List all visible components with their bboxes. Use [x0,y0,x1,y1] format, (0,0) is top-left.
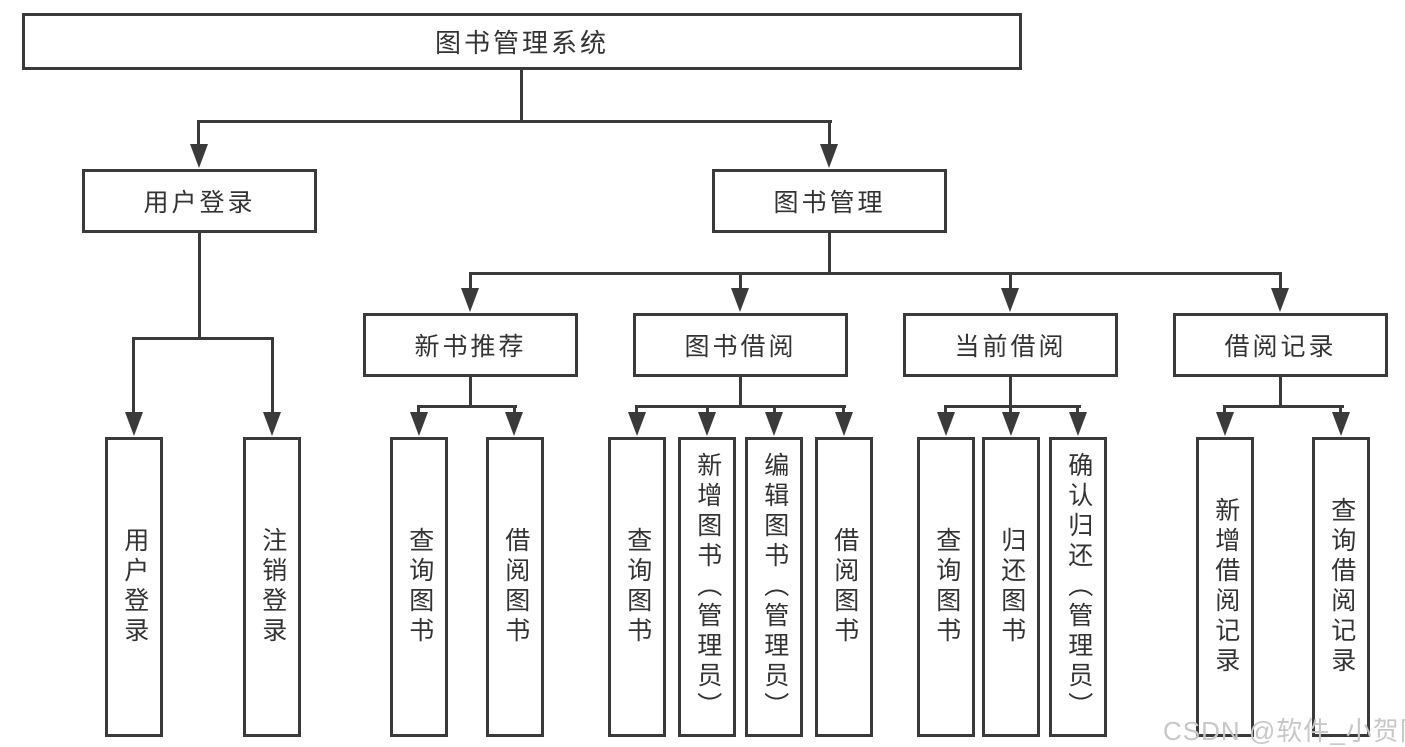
leaf-recommend-query-books: 查询图书 [390,437,448,737]
connector-s4-down [1279,375,1282,407]
node-library-system-root: 图书管理系统 [22,13,1022,70]
arrowhead-s1-leaf1 [410,412,428,436]
arrowhead-section1 [461,288,479,312]
leaf-borrowing-edit-book-admin: 编辑图书（管理员） [745,437,803,737]
arrowhead-mgmt [820,144,838,168]
connector-s2-rail [635,405,846,408]
leaf-borrowing-query-books: 查询图书 [608,437,666,737]
arrowhead-login-leaf1 [125,412,143,436]
connector-s1-leaf1-stem [417,405,420,415]
connector-s3-down [1009,375,1012,407]
node-user-login: 用户登录 [82,169,317,233]
connector-level2-rail [197,120,832,123]
node-current-borrowing: 当前借阅 [903,313,1118,377]
connector-login-stem [197,120,200,150]
arrowhead-login [190,144,208,168]
connector-s4-leaf1-stem [1223,405,1226,415]
arrowhead-section4 [1271,288,1289,312]
connector-s2-leaf3-stem [773,405,776,415]
arrowhead-login-leaf2 [263,412,281,436]
node-new-book-recommendation: 新书推荐 [363,313,578,377]
connector-s2-leaf2-stem [706,405,709,415]
connector-sections-rail [469,272,1282,275]
node-book-borrowing: 图书借阅 [633,313,848,377]
node-book-management: 图书管理 [712,169,947,233]
arrowhead-section3 [1001,288,1019,312]
connector-mgmt-down [828,232,831,274]
leaf-recommend-borrow-books: 借阅图书 [486,437,544,737]
leaf-current-query-books: 查询图书 [917,437,975,737]
connector-section2-stem [739,272,742,294]
arrowhead-s3-leaf2 [1002,412,1020,436]
leaf-current-confirm-return-admin: 确认归还（管理员） [1049,437,1107,737]
connector-login-leaf1-stem [132,337,135,417]
connector-root-stem [520,70,523,123]
connector-s2-leaf4-stem [842,405,845,415]
connector-s2-leaf1-stem [635,405,638,415]
arrowhead-s3-leaf1 [937,412,955,436]
connector-s4-leaf2-stem [1339,405,1342,415]
connector-s3-leaf3-stem [1076,405,1079,415]
arrowhead-s2-leaf4 [835,412,853,436]
leaf-current-return-books: 归还图书 [982,437,1040,737]
leaf-borrowing-add-book-admin: 新增图书（管理员） [678,437,736,737]
leaf-borrowing-borrow-books: 借阅图书 [815,437,873,737]
connector-section4-stem [1279,272,1282,294]
connector-section3-stem [1009,272,1012,294]
arrowhead-section2 [731,288,749,312]
leaf-records-add-record: 新增借阅记录 [1196,437,1254,737]
connector-login-leaf2-stem [271,337,274,417]
leaf-logout: 注销登录 [243,437,301,737]
arrowhead-s1-leaf2 [505,412,523,436]
connector-s1-leaf2-stem [513,405,516,415]
connector-s2-down [739,375,742,407]
node-borrowing-records: 借阅记录 [1173,313,1388,377]
connector-s1-rail [417,405,517,408]
connector-s1-down [469,375,472,407]
arrowhead-s4-leaf1 [1216,412,1234,436]
leaf-user-login: 用户登录 [105,437,163,737]
connector-login-down [198,232,201,339]
arrowhead-s2-leaf1 [628,412,646,436]
arrowhead-s2-leaf2 [698,412,716,436]
connector-s3-leaf2-stem [1009,405,1012,415]
arrowhead-s4-leaf2 [1332,412,1350,436]
csdn-watermark: CSDN @软件_小贺同学 [1163,716,1405,746]
connector-login-rail [132,337,274,340]
arrowhead-s3-leaf3 [1069,412,1087,436]
connector-s3-leaf1-stem [944,405,947,415]
connector-mgmt-stem [828,120,831,150]
leaf-records-query-record: 查询借阅记录 [1312,437,1370,737]
connector-section1-stem [469,272,472,294]
connector-s3-rail [944,405,1081,408]
connector-s4-rail [1223,405,1344,408]
arrowhead-s2-leaf3 [765,412,783,436]
